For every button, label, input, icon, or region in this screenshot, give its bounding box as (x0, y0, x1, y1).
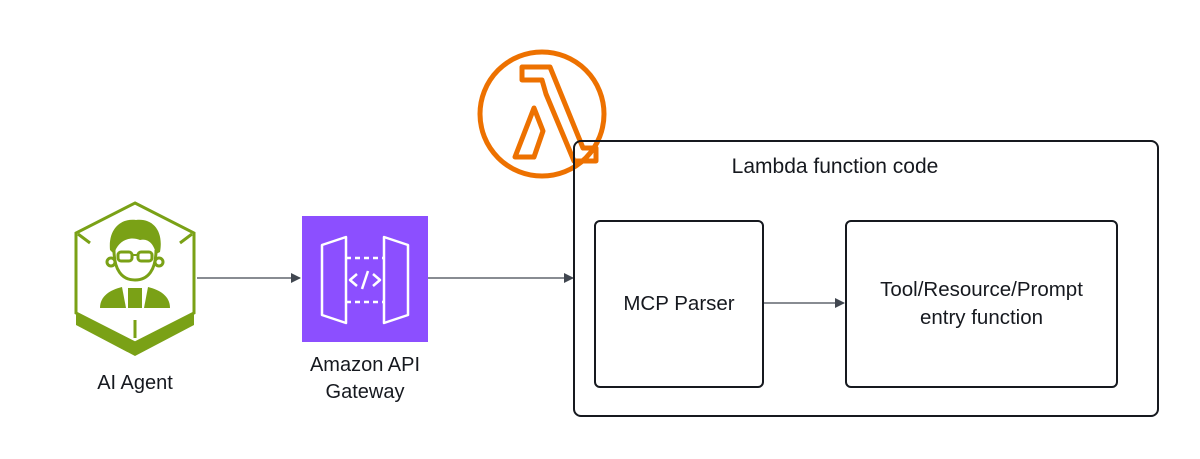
entry-function-label-line2: entry function (919, 306, 1044, 329)
ai-agent-label: AI Agent (97, 372, 173, 394)
api-gateway-icon (302, 216, 428, 342)
api-gateway-label: Amazon API Gateway (280, 352, 450, 406)
lambda-function-container (573, 140, 1159, 417)
mcp-parser-box: MCP Parser (594, 220, 764, 388)
ai-agent-icon (74, 201, 196, 356)
api-gateway-label-line1: Amazon API (309, 354, 421, 376)
api-gateway-label-line2: Gateway (325, 381, 405, 403)
entry-function-label-line1: Tool/Resource/Prompt (880, 278, 1083, 301)
lambda-container-title: Lambda function code (731, 155, 939, 178)
entry-function-box: Tool/Resource/Prompt entry function (845, 220, 1118, 388)
lambda-icon (477, 49, 607, 179)
mcp-parser-label: MCP Parser (623, 292, 735, 315)
